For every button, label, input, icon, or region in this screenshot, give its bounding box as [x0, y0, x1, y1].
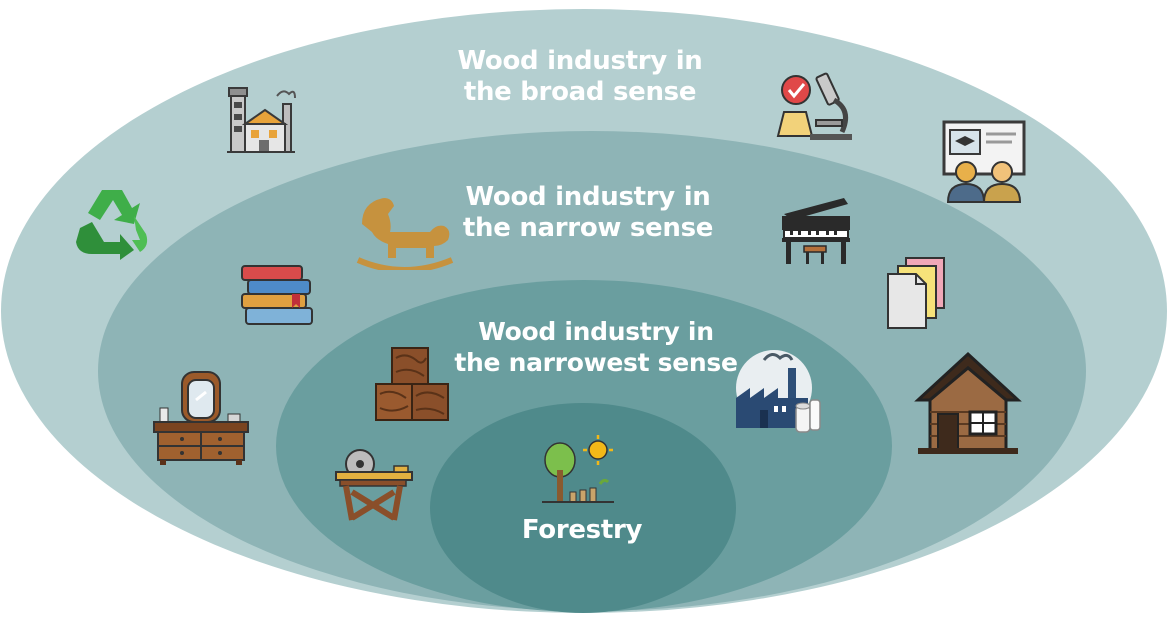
laboratory-microscope-icon	[776, 72, 852, 140]
narrowest-sense-line2: the narrowest sense	[454, 348, 738, 377]
narrowest-sense-label: Wood industry in the narrowest sense	[446, 316, 746, 378]
paper-sheets-icon	[887, 257, 945, 329]
tree-sun-icon	[542, 435, 614, 503]
saw-table-icon	[335, 449, 413, 521]
forestry-ellipse	[430, 403, 736, 613]
rocking-horse-icon	[356, 198, 454, 270]
piano-icon	[782, 198, 850, 264]
vanity-dresser-icon	[153, 371, 249, 465]
broad-sense-label: Wood industry in the broad sense	[430, 46, 730, 108]
factory-icon	[227, 87, 296, 153]
lecture-presentation-icon	[942, 120, 1026, 203]
narrowest-sense-line1: Wood industry in	[478, 317, 714, 346]
recycle-icon	[76, 190, 148, 260]
wood-blocks-icon	[375, 347, 449, 421]
narrow-sense-line1: Wood industry in	[465, 182, 711, 212]
paper-mill-icon	[736, 350, 821, 433]
broad-sense-line2: the broad sense	[463, 77, 697, 107]
books-icon	[241, 265, 313, 325]
forestry-label: Forestry	[521, 515, 643, 545]
wooden-cabin-icon	[914, 351, 1022, 454]
broad-sense-line1: Wood industry in	[457, 46, 703, 76]
narrow-sense-line2: the narrow sense	[462, 213, 714, 243]
narrow-sense-label: Wood industry in the narrow sense	[438, 182, 738, 244]
